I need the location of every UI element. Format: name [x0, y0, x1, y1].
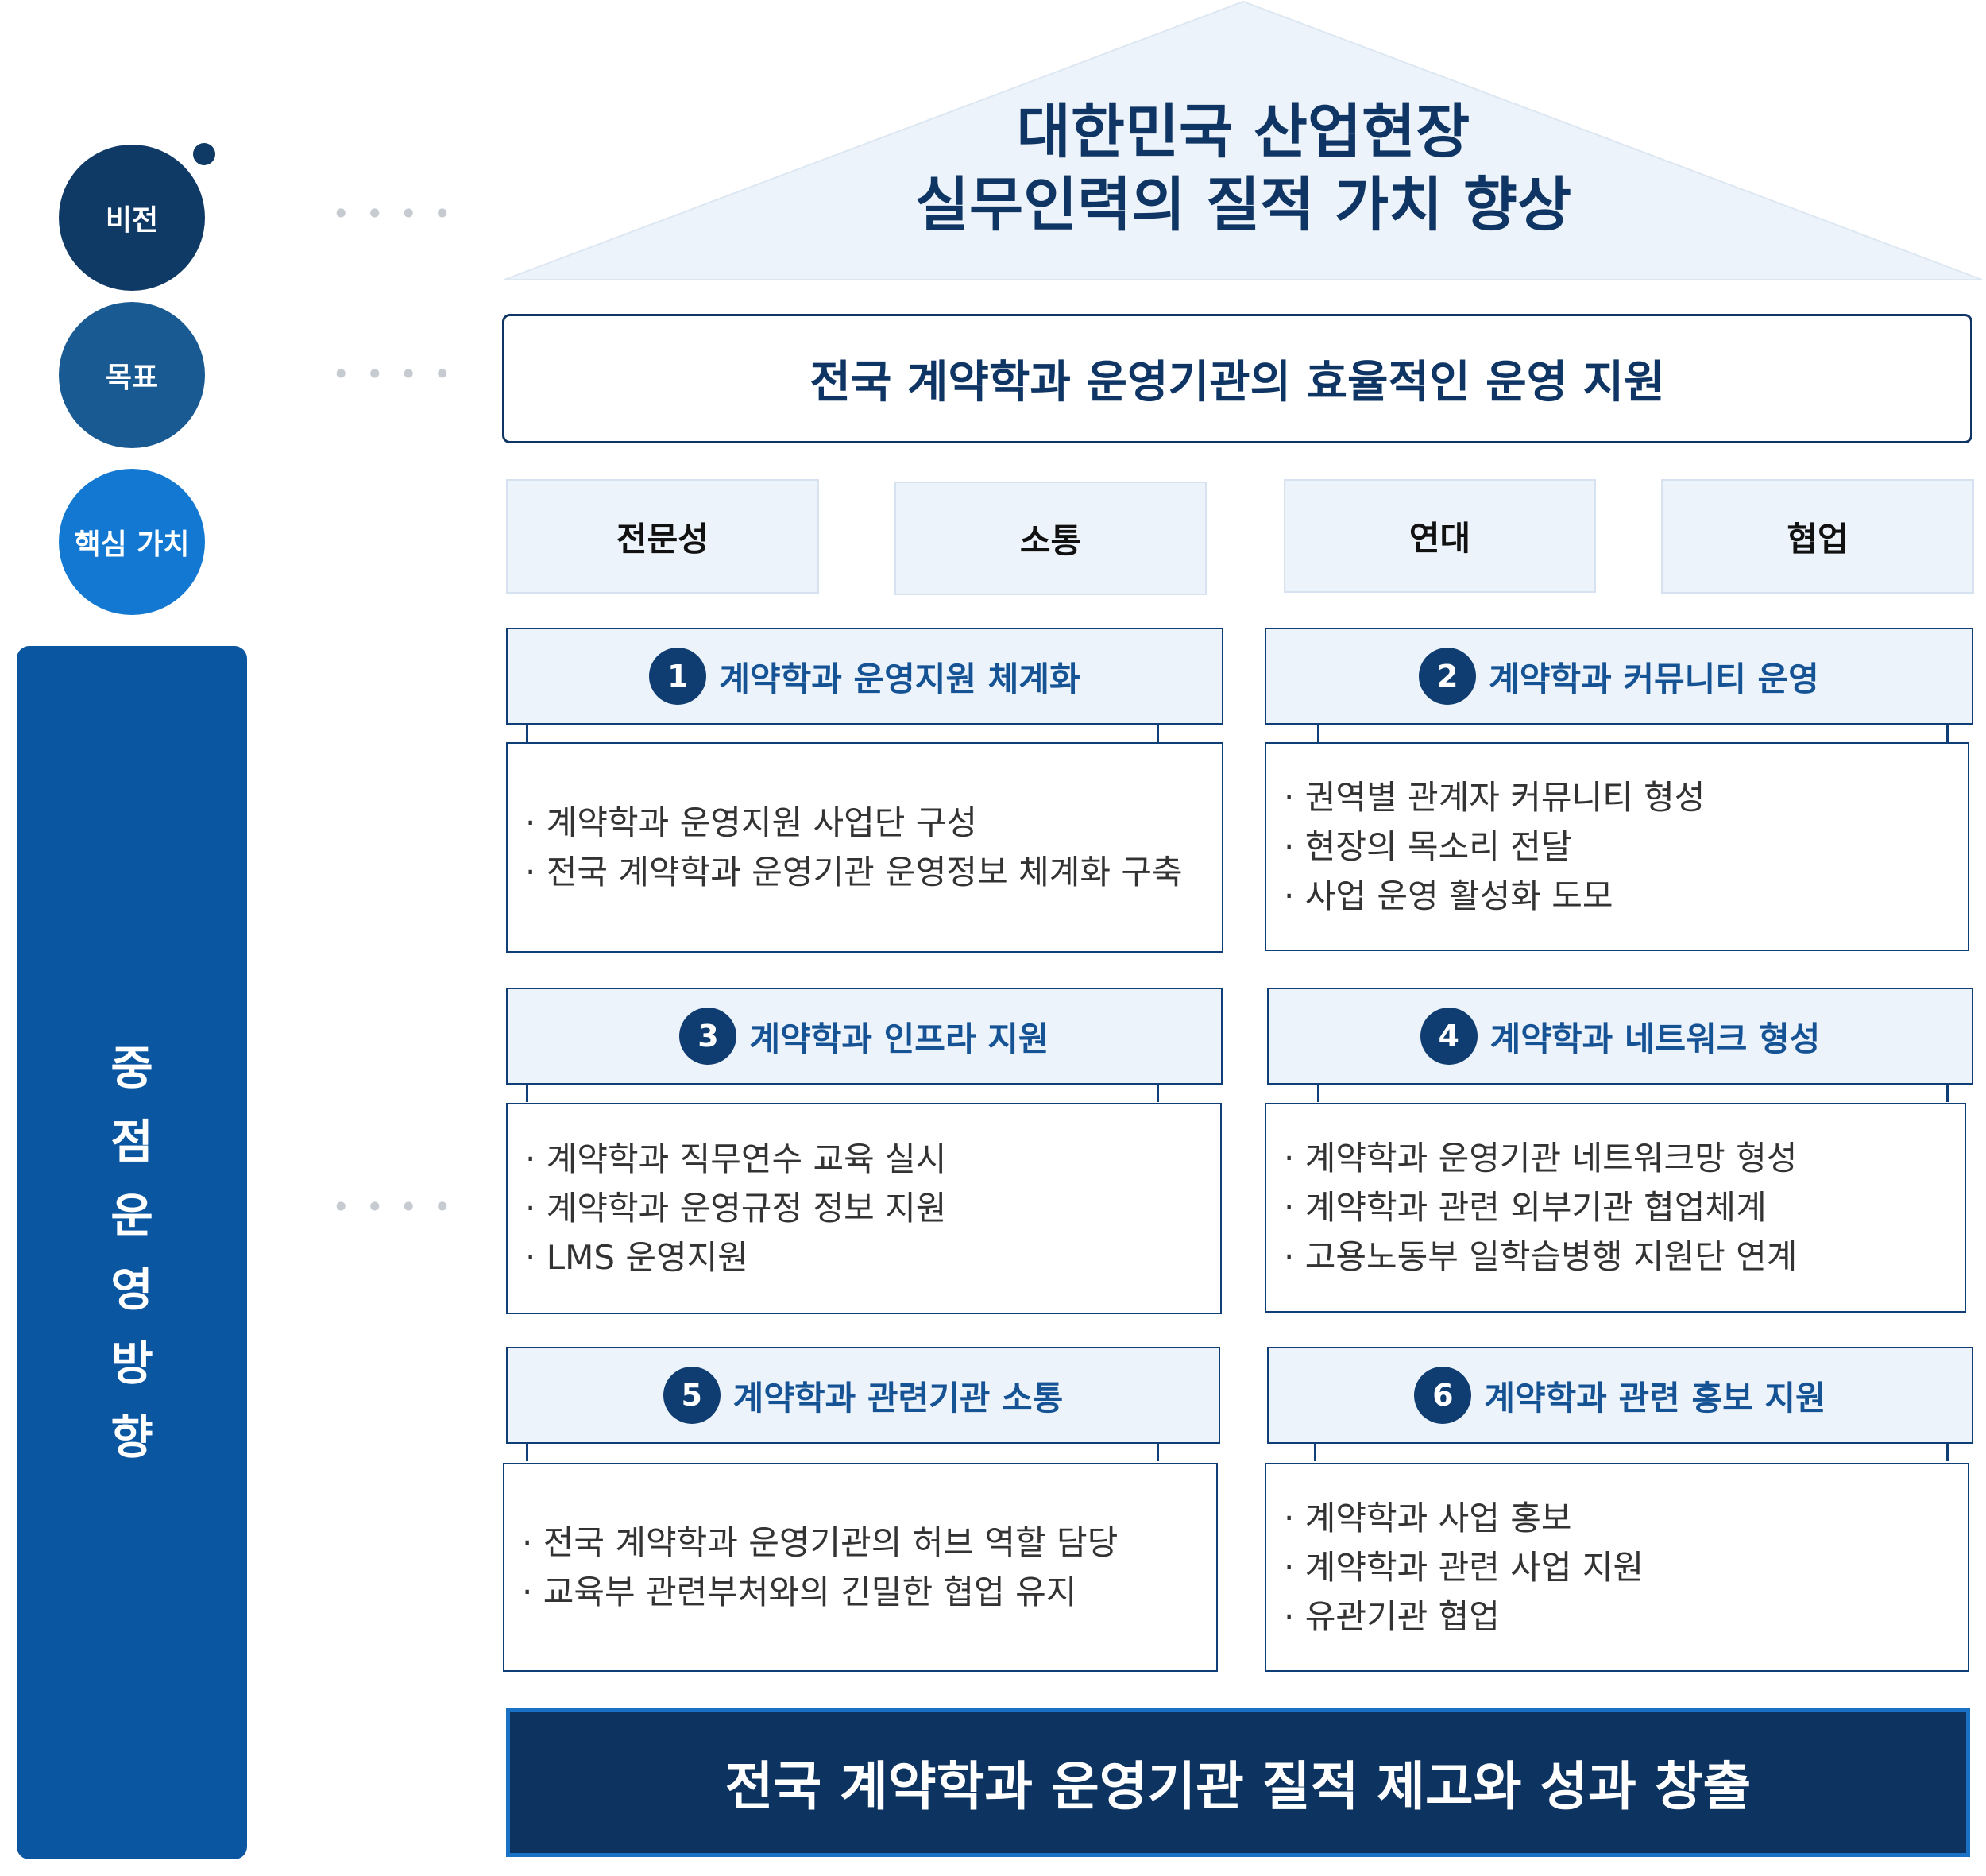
direction-title: 계약학과 관련 홍보 지원	[1484, 1378, 1826, 1418]
core-values-label-circle: 핵심 가치	[59, 469, 205, 615]
connector-dots: • • • •	[332, 196, 454, 231]
direction-6-header: 6 계약학과 관련 홍보 지원	[1267, 1347, 1973, 1444]
connector-tick	[1157, 1085, 1159, 1102]
connector-tick	[526, 725, 528, 742]
direction-item: · 계약학과 관련 외부기관 협업체계	[1284, 1188, 1767, 1227]
core-value-box: 협업	[1661, 479, 1974, 594]
strategy-char: 운	[110, 1188, 153, 1243]
vision-title-line1: 대한민국 산업현장	[1016, 98, 1470, 166]
direction-number-badge: 3	[679, 1008, 737, 1065]
direction-item: · 계약학과 운영기관 네트워크망 형성	[1284, 1139, 1798, 1178]
goal-box: 전국 계약학과 운영기관의 효율적인 운영 지원	[502, 314, 1972, 443]
connector-tick	[1317, 725, 1319, 742]
core-values-label: 핵심 가치	[74, 528, 190, 561]
connector-tick	[1946, 1444, 1949, 1461]
direction-2-body: · 권역별 관계자 커뮤니티 형성 · 현장의 목소리 전달 · 사업 운영 활…	[1265, 742, 1969, 951]
direction-item: · 전국 계약학과 운영기관의 허브 역할 담당	[522, 1522, 1119, 1562]
strategy-char: 방	[110, 1336, 153, 1391]
direction-number-badge: 2	[1419, 648, 1477, 705]
direction-1-body: · 계약학과 운영지원 사업단 구성 · 전국 계약학과 운영기관 운영정보 체…	[506, 742, 1223, 953]
direction-6-body: · 계약학과 사업 홍보 · 계약학과 관련 사업 지원 · 유관기관 협업	[1265, 1463, 1969, 1672]
connector-dots: • • • •	[332, 357, 454, 392]
core-value-text: 연대	[1408, 519, 1471, 558]
connector-tick	[1157, 1444, 1159, 1461]
vision-label: 비전	[105, 204, 159, 237]
goal-label: 목표	[105, 362, 159, 394]
direction-item: · 계약학과 사업 홍보	[1284, 1498, 1572, 1538]
direction-title: 계약학과 네트워크 형성	[1490, 1019, 1821, 1058]
direction-title: 계약학과 운영지원 체계화	[719, 659, 1080, 698]
connector-dots: • • • •	[332, 1189, 454, 1224]
direction-item: · 전국 계약학과 운영기관 운영정보 체계화 구축	[525, 852, 1183, 892]
goal-text: 전국 계약학과 운영기관의 효율적인 운영 지원	[809, 357, 1665, 408]
accent-dot	[193, 143, 215, 165]
strategy-char: 향	[110, 1410, 153, 1464]
outcome-text: 전국 계약학과 운영기관 질적 제고와 성과 창출	[724, 1756, 1752, 1817]
direction-item: · 교육부 관련부처와의 긴밀한 협업 유지	[522, 1572, 1077, 1611]
connector-tick	[1314, 1444, 1316, 1461]
direction-item: · 고용노동부 일학습병행 지원단 연계	[1284, 1237, 1798, 1276]
direction-item: · 현장의 목소리 전달	[1284, 826, 1572, 866]
goal-label-circle: 목표	[59, 302, 205, 448]
direction-title: 계약학과 인프라 지원	[749, 1019, 1049, 1058]
connector-tick	[1157, 725, 1159, 742]
direction-item: · 계약학과 직무연수 교육 실시	[525, 1139, 947, 1178]
core-value-box: 연대	[1284, 479, 1596, 593]
vision-roof	[504, 0, 1983, 280]
direction-item: · 계약학과 운영지원 사업단 구성	[525, 803, 978, 842]
direction-3-header: 3 계약학과 인프라 지원	[506, 988, 1223, 1085]
strategy-char: 영	[110, 1262, 153, 1317]
direction-number-badge: 5	[663, 1367, 721, 1424]
direction-1-header: 1 계약학과 운영지원 체계화	[506, 628, 1223, 725]
core-value-text: 소통	[1019, 521, 1082, 560]
outcome-bar: 전국 계약학과 운영기관 질적 제고와 성과 창출	[506, 1708, 1970, 1857]
direction-item: · 계약학과 관련 사업 지원	[1284, 1547, 1644, 1587]
connector-tick	[1946, 725, 1949, 742]
direction-item: · 권역별 관계자 커뮤니티 형성	[1284, 777, 1706, 817]
direction-4-header: 4 계약학과 네트워크 형성	[1267, 988, 1973, 1085]
connector-tick	[526, 1444, 528, 1461]
direction-title: 계약학과 관련기관 소통	[732, 1378, 1064, 1418]
core-value-text: 전문성	[616, 519, 709, 559]
connector-tick	[1317, 1085, 1319, 1102]
strategy-label-bar: 중 점 운 영 방 향	[17, 646, 247, 1859]
direction-item: · 유관기관 협업	[1284, 1596, 1500, 1636]
direction-4-body: · 계약학과 운영기관 네트워크망 형성 · 계약학과 관련 외부기관 협업체계…	[1265, 1103, 1966, 1313]
strategy-char: 점	[110, 1114, 153, 1169]
connector-tick	[526, 1085, 528, 1102]
strategy-char: 중	[110, 1040, 153, 1095]
connector-tick	[1946, 1085, 1949, 1102]
direction-number-badge: 1	[649, 648, 707, 705]
direction-number-badge: 4	[1420, 1008, 1478, 1065]
direction-number-badge: 6	[1414, 1367, 1472, 1424]
direction-item: · 계약학과 운영규정 정보 지원	[525, 1189, 947, 1228]
core-value-text: 협업	[1787, 519, 1849, 559]
direction-2-header: 2 계약학과 커뮤니티 운영	[1265, 628, 1973, 725]
core-value-box: 소통	[894, 482, 1207, 595]
direction-5-body: · 전국 계약학과 운영기관의 허브 역할 담당 · 교육부 관련부처와의 긴밀…	[503, 1463, 1218, 1672]
direction-5-header: 5 계약학과 관련기관 소통	[506, 1347, 1220, 1444]
vision-title-line2: 실무인력의 질적 가치 향상	[914, 171, 1572, 239]
direction-3-body: · 계약학과 직무연수 교육 실시 · 계약학과 운영규정 정보 지원 · LM…	[506, 1103, 1222, 1314]
direction-item: · LMS 운영지원	[525, 1238, 748, 1277]
vision-label-circle: 비전	[59, 145, 205, 291]
direction-title: 계약학과 커뮤니티 운영	[1489, 659, 1819, 698]
core-value-box: 전문성	[506, 479, 819, 594]
direction-item: · 사업 운영 활성화 도모	[1284, 876, 1613, 915]
